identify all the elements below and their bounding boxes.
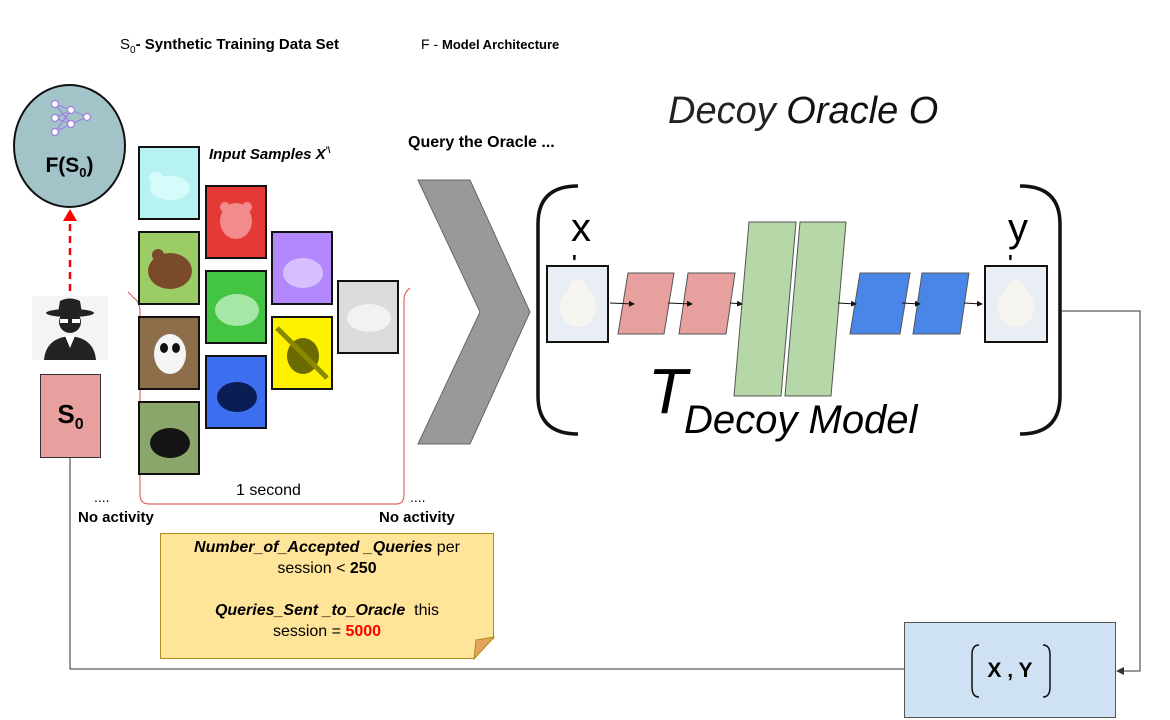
dots-right: .... [410, 489, 426, 505]
input-samples-label: Input Samples X'\ [209, 145, 331, 163]
model-node-label: F(S0) [45, 154, 94, 181]
note-line-1: Number_of_Accepted _Queries per [194, 539, 460, 556]
output-box: X , Y [904, 622, 1116, 718]
neural-network-icon [50, 99, 92, 137]
oracle-input-image [546, 265, 609, 343]
s0-legend: S0- Synthetic Training Data Set [120, 36, 339, 56]
note-line-2: session < 250 [277, 560, 377, 577]
training-arrow [63, 209, 77, 291]
sample-red-bear [205, 185, 267, 259]
sample-green-polar-bear [205, 270, 267, 344]
f-legend-symbol: F - [421, 36, 442, 52]
s0-legend-sub: 0 [130, 45, 136, 56]
sample-panda [138, 316, 200, 390]
s0-legend-text: - Synthetic Training Data Set [135, 36, 339, 53]
note-line-3: Queries_Sent _to_Oracle this [214, 602, 440, 619]
query-label: Query the Oracle ... [408, 134, 555, 151]
green-layer-1 [733, 221, 797, 397]
output-label: X , Y [987, 659, 1033, 682]
green-layer-2 [784, 221, 847, 397]
attacker-icon [32, 296, 108, 360]
s0-box: S0 [40, 374, 101, 458]
f-legend: F - Model Architecture [421, 36, 559, 52]
red-layer-1 [617, 272, 675, 335]
sample-gray-polar-bear [337, 280, 399, 354]
sample-yellow-panda [271, 316, 333, 390]
y-label: y [1008, 206, 1028, 250]
no-activity-left: No activity [78, 509, 154, 526]
f-legend-text: Model Architecture [442, 37, 560, 52]
chevron-arrow-icon [417, 179, 531, 445]
sample-purple-polar-bear [271, 231, 333, 305]
note-fold [473, 636, 496, 661]
no-activity-right: No activity [379, 509, 455, 526]
x-label: x [571, 206, 591, 250]
oracle-title: Decoy Oracle O [668, 90, 939, 132]
oracle-output-image [984, 265, 1048, 343]
decoy-model-label: Decoy Model [684, 398, 918, 442]
query-limit-note: Number_of_Accepted _Queries per session … [160, 533, 494, 659]
output-brackets [971, 644, 1051, 698]
dots-left: .... [94, 489, 110, 505]
y-prime: ' [1008, 252, 1013, 274]
sample-cyan-polar-bear [138, 146, 200, 220]
red-layer-2 [678, 272, 736, 335]
sample-brown-bear [138, 231, 200, 305]
note-line-4: session = 5000 [272, 623, 382, 640]
s0-legend-symbol: S [120, 36, 131, 53]
sample-black-bear [138, 401, 200, 475]
blue-layer-1 [849, 272, 911, 335]
blue-layer-2 [912, 272, 970, 335]
sample-blue-black-bear [205, 355, 267, 429]
x-prime: ' [572, 252, 577, 274]
time-window-label: 1 second [236, 482, 301, 499]
decoy-model-t: T [648, 355, 688, 427]
oracle-brackets [536, 184, 1062, 436]
model-node: F(S0) [13, 84, 126, 208]
